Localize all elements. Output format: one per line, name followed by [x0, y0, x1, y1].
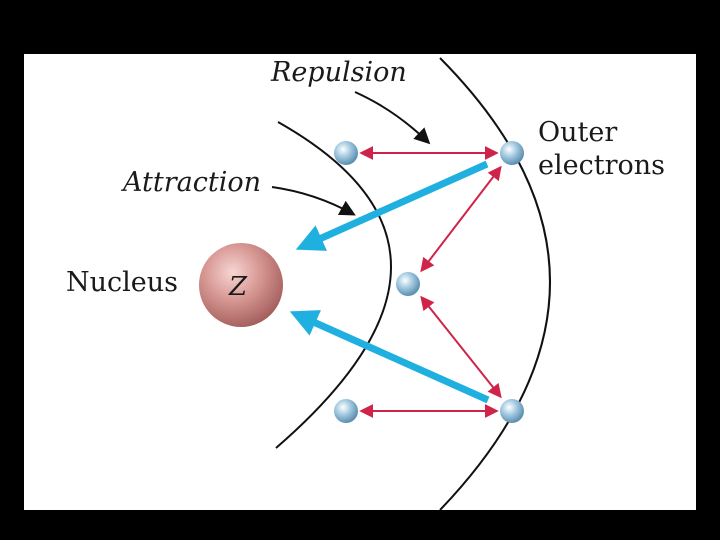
outer-electrons-label-line1: Outer	[538, 117, 617, 148]
electron-inner-bottom	[334, 399, 358, 423]
outer-shell-arc	[439, 57, 551, 511]
electron-outer-bottom	[500, 399, 524, 423]
repulsion-arrow-right-lower	[420, 295, 502, 399]
electron-inner-middle	[396, 272, 420, 296]
attraction-label: Attraction	[120, 167, 261, 198]
nucleus-sphere	[199, 243, 283, 327]
attraction-arrow-lower	[289, 310, 490, 404]
diagram-panel	[24, 54, 696, 510]
repulsion-label: Repulsion	[270, 57, 407, 88]
nucleus-charge-symbol: Z	[228, 272, 248, 302]
outer-electrons-label-line2: electrons	[538, 150, 665, 181]
nucleus-label: Nucleus	[66, 267, 178, 298]
electron-outer-top	[500, 141, 524, 165]
electron-inner-top	[334, 141, 358, 165]
attraction-pointer	[271, 186, 356, 216]
inner-shell-arc	[275, 121, 392, 449]
repulsion-arrow-right-upper	[420, 165, 502, 273]
repulsion-pointer	[354, 91, 431, 145]
